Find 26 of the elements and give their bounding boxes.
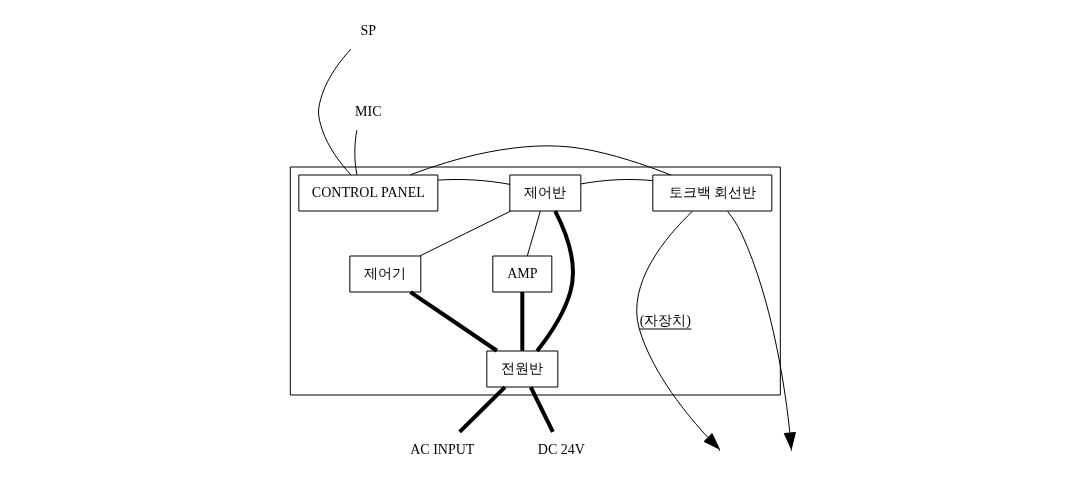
node-box: 제어반 <box>508 174 581 211</box>
connector <box>526 210 541 256</box>
connector <box>317 48 351 175</box>
edge-label: (자장치) <box>639 312 691 328</box>
connector <box>528 385 555 433</box>
node-text: AC INPUT <box>409 441 474 457</box>
connector <box>535 209 575 352</box>
node-text: MIC <box>354 103 382 119</box>
connector <box>418 210 511 256</box>
node-box: AMP <box>491 255 552 292</box>
connector <box>353 129 357 175</box>
node-box: CONTROL PANEL <box>297 174 438 211</box>
connector <box>408 289 498 352</box>
node-box: 제어기 <box>348 255 421 292</box>
connector <box>519 291 524 351</box>
node-text: SP <box>360 22 376 38</box>
connector <box>437 178 510 185</box>
cluster <box>289 166 781 395</box>
connector <box>579 178 653 184</box>
node-text: DC 24V <box>537 441 585 457</box>
node-box: 전원반 <box>485 350 558 387</box>
node-box: 토크백 회선반 <box>651 174 772 211</box>
arrow <box>726 210 796 449</box>
arrow <box>635 210 720 449</box>
connector <box>409 144 671 175</box>
connector <box>457 385 506 433</box>
